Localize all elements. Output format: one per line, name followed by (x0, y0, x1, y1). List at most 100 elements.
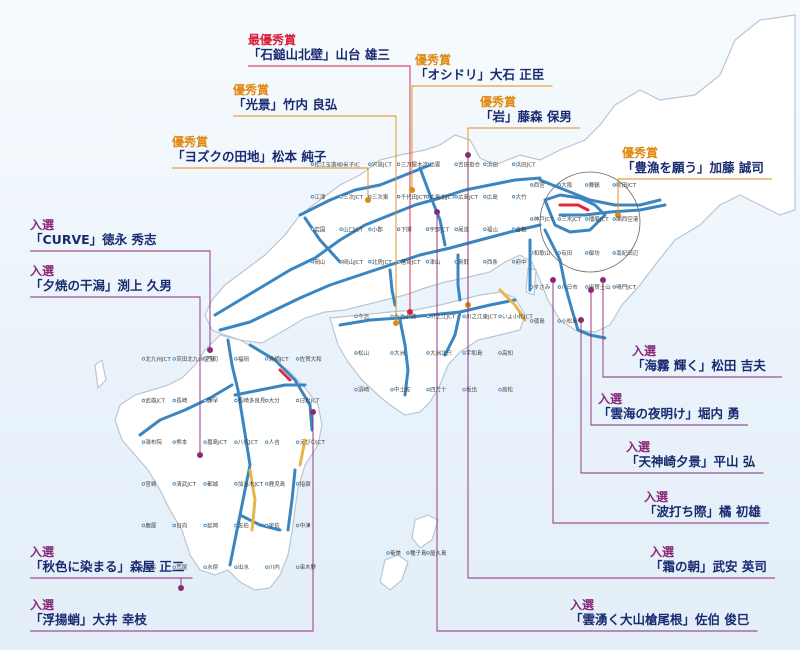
station-label: 松山 (358, 349, 369, 357)
station-label: 鹿児島 (269, 480, 286, 488)
tanegashima-land (411, 514, 439, 549)
award-rank: 入選 (30, 264, 55, 278)
station-label: 米子IC (343, 160, 360, 168)
station-label: 下関 (401, 226, 413, 233)
station-marker (234, 482, 238, 486)
station-marker (172, 440, 176, 444)
photo-location-marker (365, 197, 371, 203)
station-marker (557, 217, 561, 221)
station-label: 今治小浦 (394, 312, 417, 320)
award-work-title: 「雲海の夜明け」堀内 勇 (598, 406, 740, 421)
tsushima-land (94, 358, 107, 390)
station-label: 北房JCT (372, 258, 392, 266)
station-marker (462, 351, 466, 355)
station-label: 大阪 (561, 181, 573, 189)
award-label-tenjin: 入選「天神崎夕景」平山 弘 (626, 440, 755, 470)
station-label: 宍道JCT (372, 160, 392, 168)
station-marker (530, 183, 534, 187)
station-marker (234, 357, 238, 361)
station-marker (425, 227, 430, 231)
station-label: 長崎多良見 (238, 397, 266, 405)
station-marker (557, 183, 561, 187)
station-marker (265, 357, 269, 361)
station-label: いよ小松JCT (502, 312, 533, 320)
seto-bridge (456, 253, 462, 302)
photo-location-marker (197, 452, 203, 458)
station-label: 倉敷 (516, 225, 528, 233)
station-label: 関西空港 (616, 215, 639, 223)
kyushu-east-south (286, 468, 297, 532)
station-marker (454, 162, 458, 166)
award-label-namiuchi: 入選「波打ち際」橘 初雄 (644, 490, 761, 520)
station-marker (172, 523, 176, 528)
station-marker (557, 251, 561, 255)
station-label: 門司 (207, 356, 218, 363)
station-label: 奄美 (390, 549, 402, 557)
honshu-land (204, 14, 796, 344)
hanshin-expwy (538, 178, 662, 207)
station-label: 出水 (238, 563, 250, 571)
station-label: 福山 (487, 225, 498, 233)
station-marker (396, 260, 401, 264)
award-label-shimo: 入選「霜の朝」武安 英司 (650, 545, 767, 575)
station-label: 高知 (502, 349, 513, 357)
station-label: 玉名 (145, 563, 156, 571)
station-marker (368, 260, 372, 264)
station-marker (265, 565, 269, 569)
station-label: 山口JCT (343, 225, 363, 233)
station-marker (585, 217, 589, 221)
station-marker (511, 227, 516, 231)
shikoku-main (338, 298, 517, 327)
award-work-title: 「光景」竹内 良弘 (233, 97, 338, 112)
highway-layer (138, 163, 667, 567)
highlight-2 (278, 368, 292, 382)
award-work-title: 「夕焼の干潟」渕上 久男 (30, 278, 172, 293)
station-label: 苅田北九州空港 (176, 355, 215, 363)
leader-line-yozuku (172, 167, 369, 200)
station-label: 広島JCT (458, 193, 478, 201)
award-rank: 優秀賞 (622, 146, 659, 160)
station-marker (339, 162, 343, 166)
station-label: 有田 (561, 249, 572, 257)
station-marker (511, 162, 516, 166)
station-label: 武雄JCT (145, 397, 165, 405)
station-label: すさみ (534, 284, 551, 291)
station-label: 松江玉造IC (314, 160, 342, 168)
station-marker (511, 260, 516, 264)
station-marker (498, 387, 502, 392)
station-label: 川之江東JCT (466, 312, 497, 320)
station-label: 日出JCT (300, 397, 320, 405)
station-marker (557, 285, 561, 289)
station-marker (265, 523, 269, 528)
station-label: 坂出 (466, 386, 477, 394)
station-label: えびのJCT (300, 438, 326, 446)
station-marker (203, 398, 207, 403)
award-work-title: 「秋色に染まる」森屋 正二 (30, 559, 185, 574)
station-label: 岩国 (314, 225, 326, 233)
station-label: 北九州JCT (145, 355, 171, 363)
station-label: 屋久島 (430, 549, 447, 557)
station-marker (295, 482, 300, 486)
station-label: 宇部JCT (429, 225, 449, 233)
station-marker (203, 357, 207, 361)
leader-line-akiiro (30, 577, 193, 588)
station-marker (203, 440, 207, 444)
award-label-yozuku: 優秀賞「ヨズクの田地」松本 純子 (172, 135, 326, 165)
award-rank: 優秀賞 (233, 83, 270, 97)
station-label: 吉田掛合 (458, 160, 481, 168)
award-work-title: 「雲湧く大山槍尾根」佐伯 俊巳 (570, 612, 750, 627)
station-label: 鳥栖JCT (269, 355, 289, 363)
station-label: 出雲 (429, 160, 441, 168)
station-label: 三刀屋木次 (401, 160, 429, 168)
station-label: 八代JCT (238, 438, 258, 446)
station-marker (396, 227, 401, 231)
award-label-kokei: 優秀賞「光景」竹内 良弘 (233, 83, 337, 113)
award-rank: 入選 (650, 545, 675, 559)
award-work-title: 「浮揚蛸」大井 幸枝 (30, 612, 147, 627)
station-label: 岡山JCT (343, 258, 363, 266)
station-label: 四万十 (430, 386, 447, 394)
sanyo-expwy (218, 223, 542, 332)
station-marker (339, 195, 343, 199)
leader-line-horyo (617, 178, 772, 215)
